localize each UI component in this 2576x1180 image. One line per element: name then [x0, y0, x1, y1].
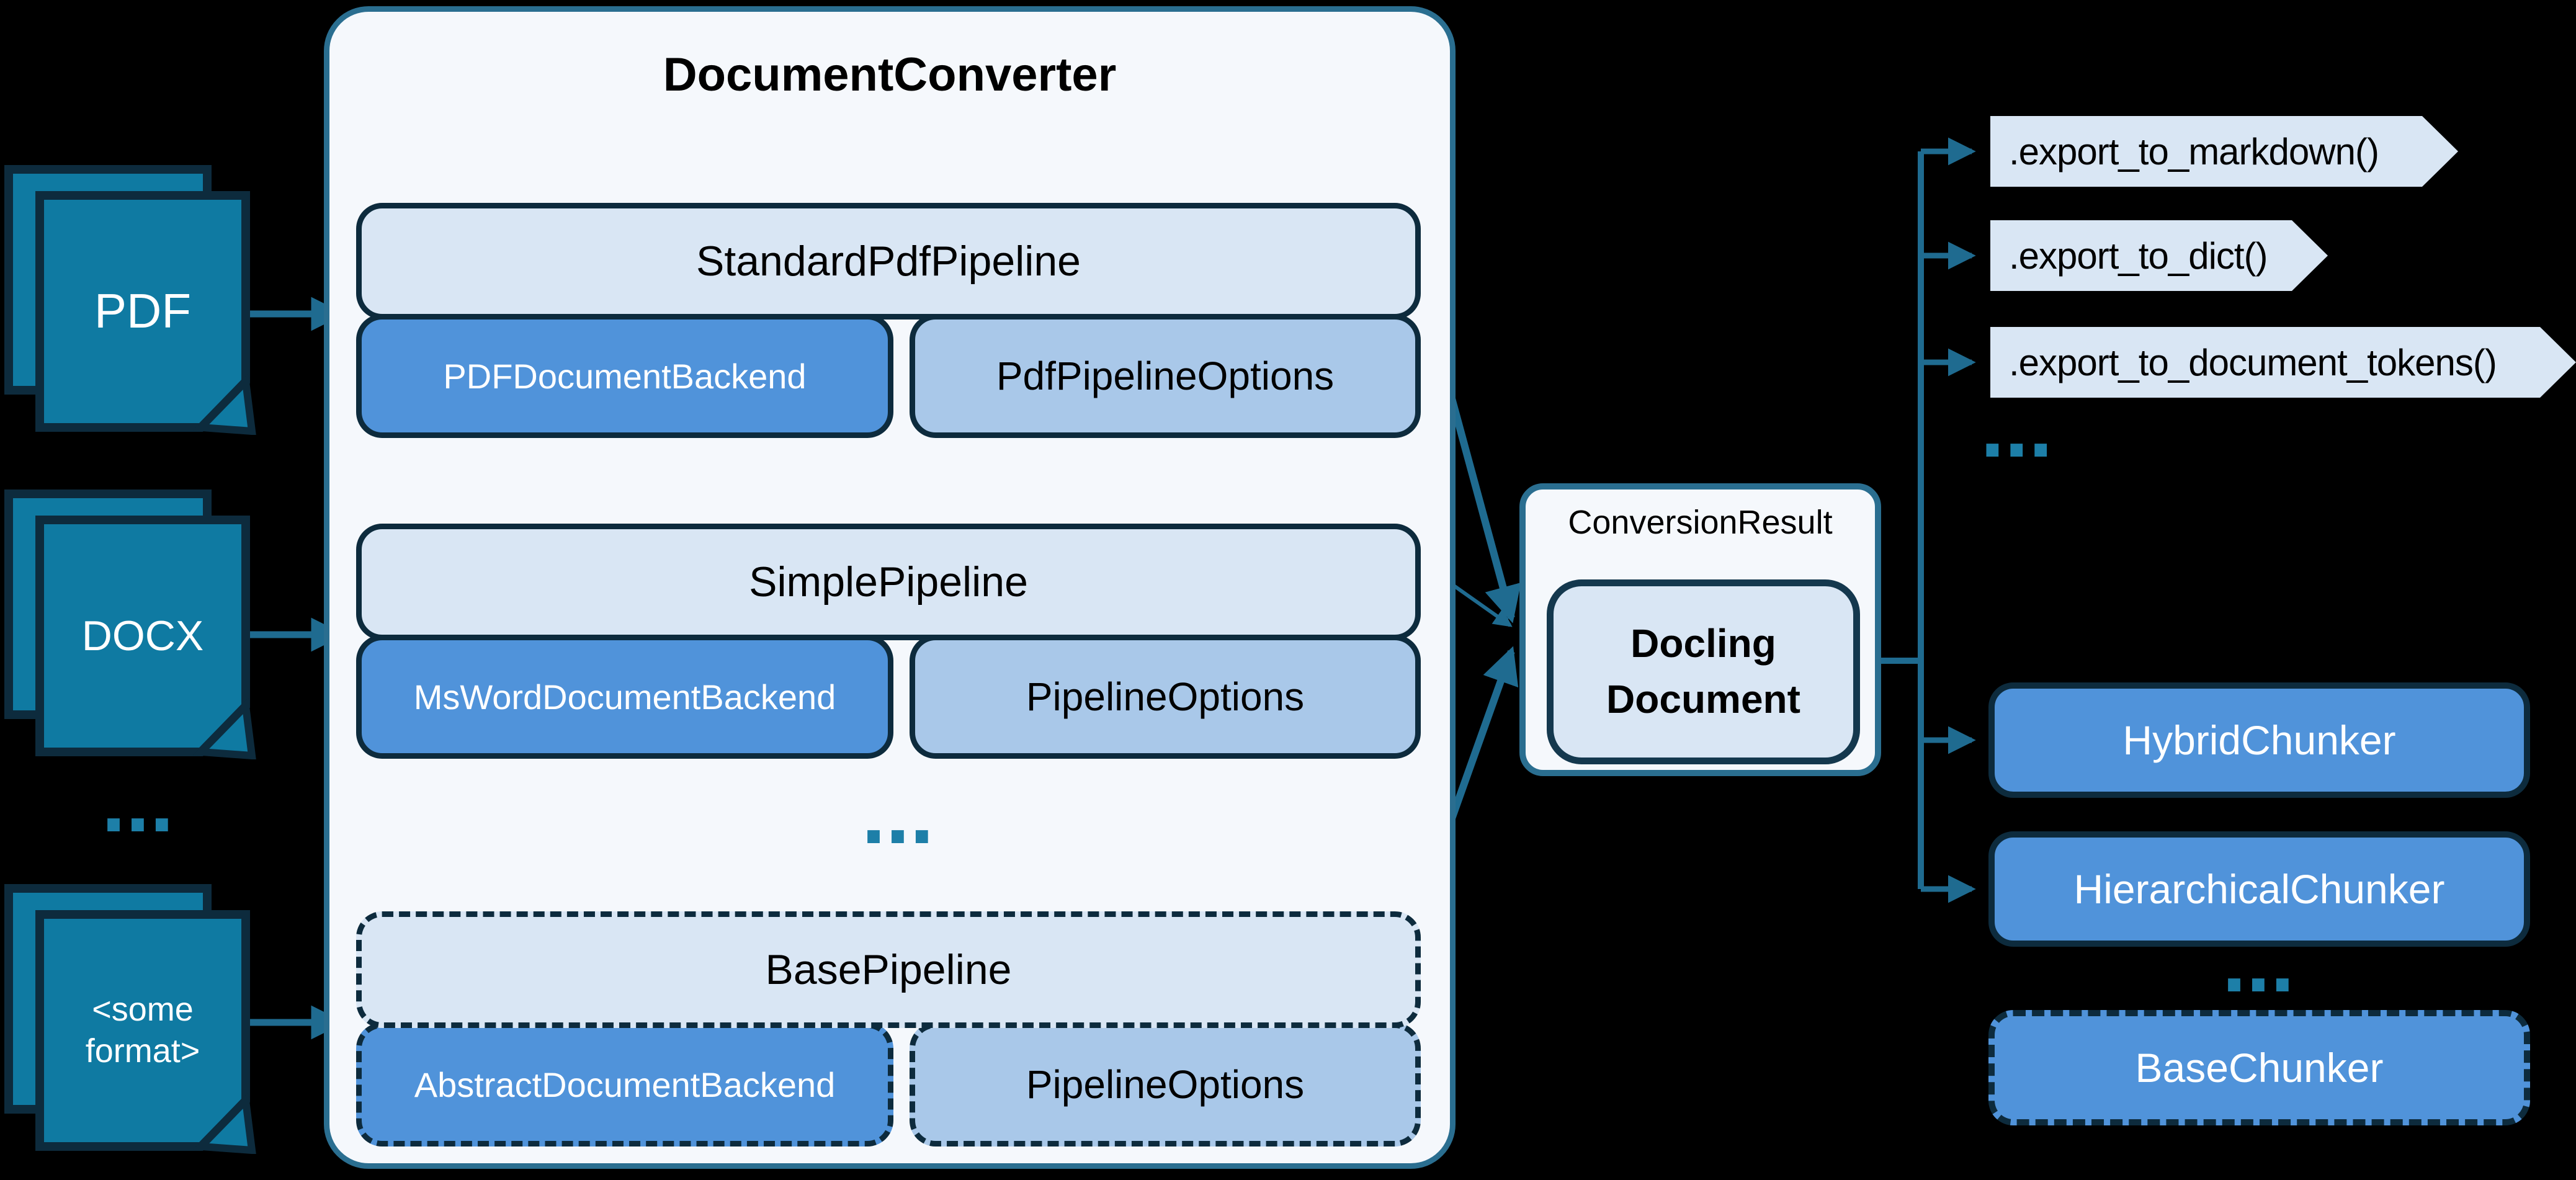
docx-documents-icon: DOCX: [4, 489, 258, 760]
pdf-label: PDF: [94, 284, 191, 339]
document-converter-panel: DocumentConverter StandardPdfPipeline PD…: [324, 6, 1456, 1169]
pdf-pipeline-options-box: PdfPipelineOptions: [910, 314, 1421, 438]
docling-document-box: Docling Document: [1547, 579, 1860, 764]
more-pipelines-ellipsis: ...: [861, 764, 934, 862]
page-fold-corner: [192, 1092, 256, 1155]
some-format-label: <some format>: [40, 914, 246, 1146]
msword-document-backend-box: MsWordDocumentBackend: [356, 635, 893, 759]
page-fold-corner: [192, 697, 256, 760]
pdf-documents-icon: PDF: [4, 164, 258, 436]
standard-pdf-pipeline-subrow: PDFDocumentBackend PdfPipelineOptions: [356, 314, 1421, 438]
docling-document-line2: Document: [1606, 677, 1800, 722]
document-converter-title: DocumentConverter: [663, 48, 1117, 101]
conversion-result-label: ConversionResult: [1568, 504, 1833, 541]
export-to-document-tokens-banner: .export_to_document_tokens(): [1990, 327, 2576, 398]
hybrid-chunker-box: HybridChunker: [1988, 682, 2530, 798]
more-exports-ellipsis: ...: [1980, 378, 2053, 475]
abstract-document-backend-box: AbstractDocumentBackend: [356, 1022, 893, 1146]
pdf-pages-shape: [4, 165, 256, 436]
hierarchical-chunker-box: HierarchicalChunker: [1988, 831, 2530, 947]
simple-pipeline-box: SimplePipeline: [356, 524, 1421, 640]
page-fold-corner: [192, 373, 256, 436]
some-format-line1: <some: [92, 990, 194, 1028]
more-input-formats-ellipsis: ...: [101, 753, 174, 850]
more-chunkers-ellipsis: ...: [2222, 913, 2295, 1010]
export-to-dict-banner: .export_to_dict(): [1990, 220, 2328, 291]
standard-pdf-pipeline-group: StandardPdfPipeline PDFDocumentBackend P…: [356, 203, 1421, 438]
base-pipeline-box: BasePipeline: [356, 911, 1421, 1028]
export-to-markdown-banner: .export_to_markdown(): [1990, 116, 2458, 187]
docx-pages-shape: [4, 489, 256, 760]
docling-document-line1: Docling: [1630, 621, 1776, 666]
base-chunker-box: BaseChunker: [1988, 1010, 2530, 1125]
some-format-documents-icon: <some format>: [4, 883, 258, 1155]
conversion-result-panel: ConversionResult Docling Document: [1519, 483, 1881, 776]
pipeline-options-box: PipelineOptions: [910, 635, 1421, 759]
base-pipeline-subrow: AbstractDocumentBackend PipelineOptions: [356, 1022, 1421, 1146]
some-format-line2: format>: [85, 1032, 200, 1070]
simple-pipeline-subrow: MsWordDocumentBackend PipelineOptions: [356, 635, 1421, 759]
base-pipeline-group: BasePipeline AbstractDocumentBackend Pip…: [356, 911, 1421, 1146]
some-format-pages-shape: [4, 884, 256, 1155]
pdf-document-backend-box: PDFDocumentBackend: [356, 314, 893, 438]
simple-pipeline-group: SimplePipeline MsWordDocumentBackend Pip…: [356, 524, 1421, 759]
docx-label: DOCX: [81, 612, 204, 659]
standard-pdf-pipeline-box: StandardPdfPipeline: [356, 203, 1421, 320]
base-pipeline-options-box: PipelineOptions: [910, 1022, 1421, 1146]
